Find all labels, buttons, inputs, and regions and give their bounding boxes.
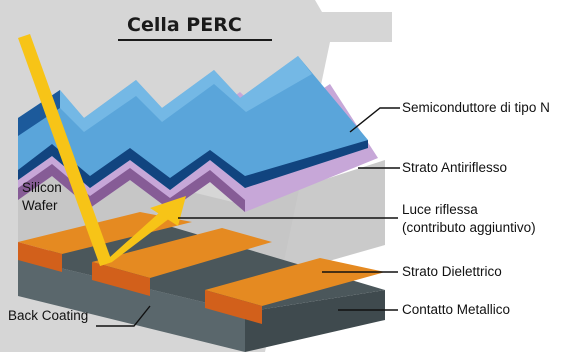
label-antireflective: Strato Antiriflesso: [402, 160, 507, 175]
metal-contact-side: [245, 290, 385, 352]
antireflective-edge: [18, 164, 245, 212]
leader-n-type: [349, 107, 400, 133]
label-silicon-wafer-1: Silicon: [22, 180, 62, 195]
label-n-type: Semiconduttore di tipo N: [402, 100, 550, 115]
label-reflected-2: (contributo aggiuntivo): [402, 220, 536, 235]
dielectric-strip-front: [205, 290, 262, 324]
reflected-arrowhead: [150, 196, 186, 226]
reflected-light-ray: [100, 212, 170, 266]
dielectric-strip: [205, 258, 385, 306]
leader-back-coating: [96, 305, 151, 327]
metal-contact-front: [18, 258, 245, 352]
dielectric-strip-front: [18, 242, 62, 272]
label-metal-contact: Contatto Metallico: [402, 302, 510, 317]
dielectric-strip: [92, 228, 272, 278]
page-title: Cella PERC: [127, 14, 242, 36]
label-back-coating: Back Coating: [8, 308, 88, 323]
title-box: [118, 6, 274, 42]
leader-lines: [96, 107, 400, 327]
label-silicon-wafer-2: Wafer: [22, 198, 58, 213]
label-reflected-1: Luce riflessa: [402, 202, 478, 217]
label-dielectric: Strato Dielettrico: [402, 264, 502, 279]
incoming-light-ray: [18, 34, 112, 266]
n-type-ridge-light: [60, 56, 312, 132]
dielectric-strip-front: [92, 262, 150, 296]
n-type-front-edge: [18, 140, 368, 190]
